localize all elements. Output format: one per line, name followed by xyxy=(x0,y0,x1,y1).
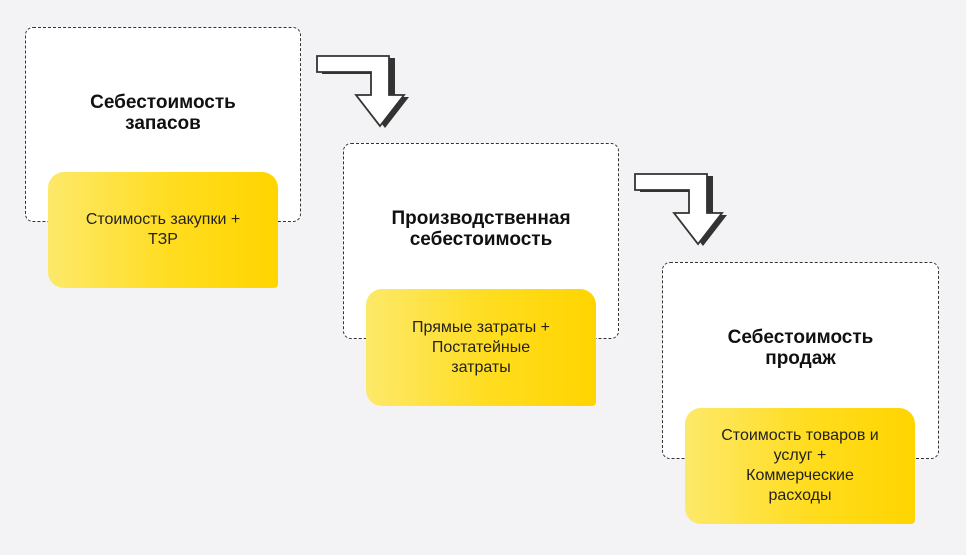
step-formula-tag: Прямые затраты + Постатейные затраты xyxy=(366,289,596,406)
bent-arrow-down-icon xyxy=(316,55,409,128)
bent-arrow-down-icon xyxy=(634,173,727,246)
step-title: Производственная себестоимость xyxy=(391,208,571,250)
step-formula-tag: Стоимость товаров и услуг + Коммерческие… xyxy=(685,408,915,524)
step-title: Себестоимость запасов xyxy=(90,92,236,134)
step-formula-tag: Стоимость закупки + ТЗР xyxy=(48,172,278,288)
step-title: Себестоимость продаж xyxy=(727,327,874,369)
